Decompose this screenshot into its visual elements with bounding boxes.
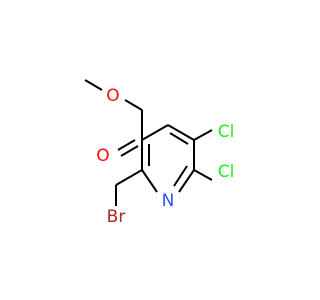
- molecule-structure: O O N Cl Cl Br: [84, 79, 235, 227]
- bond-ring-c3-c4: [141, 124, 169, 141]
- bond-c5-chlorine: [193, 129, 213, 141]
- atom-oxygen-carbonyl: O: [96, 146, 109, 166]
- molecule-drawing: O O N Cl Cl Br: [84, 79, 235, 227]
- bond-ring-c6-n: [178, 169, 195, 193]
- bond-c6-chlorine: [193, 169, 213, 181]
- bond-c2-ch2: [115, 169, 143, 186]
- atom-chlorine-6: Cl: [218, 162, 235, 182]
- bond-carbonyl-double-c: [120, 145, 139, 157]
- bond-ring-c4-c5: [167, 124, 195, 141]
- bond-ring-c6-n-inner: [173, 165, 188, 187]
- bond-oxygen-carbonyl-carbon: [124, 99, 143, 111]
- atom-chlorine-5: Cl: [218, 122, 235, 142]
- atom-nitrogen: N: [162, 191, 175, 211]
- bond-ring-c4-c5-inner: [169, 132, 189, 145]
- atom-bromine: Br: [107, 207, 126, 227]
- atom-oxygen-ether: O: [106, 86, 119, 106]
- bond-ring-n-c2: [141, 169, 158, 193]
- bond-carbonyl-double-b: [117, 139, 136, 151]
- bond-methyl-oxygen: [84, 79, 103, 91]
